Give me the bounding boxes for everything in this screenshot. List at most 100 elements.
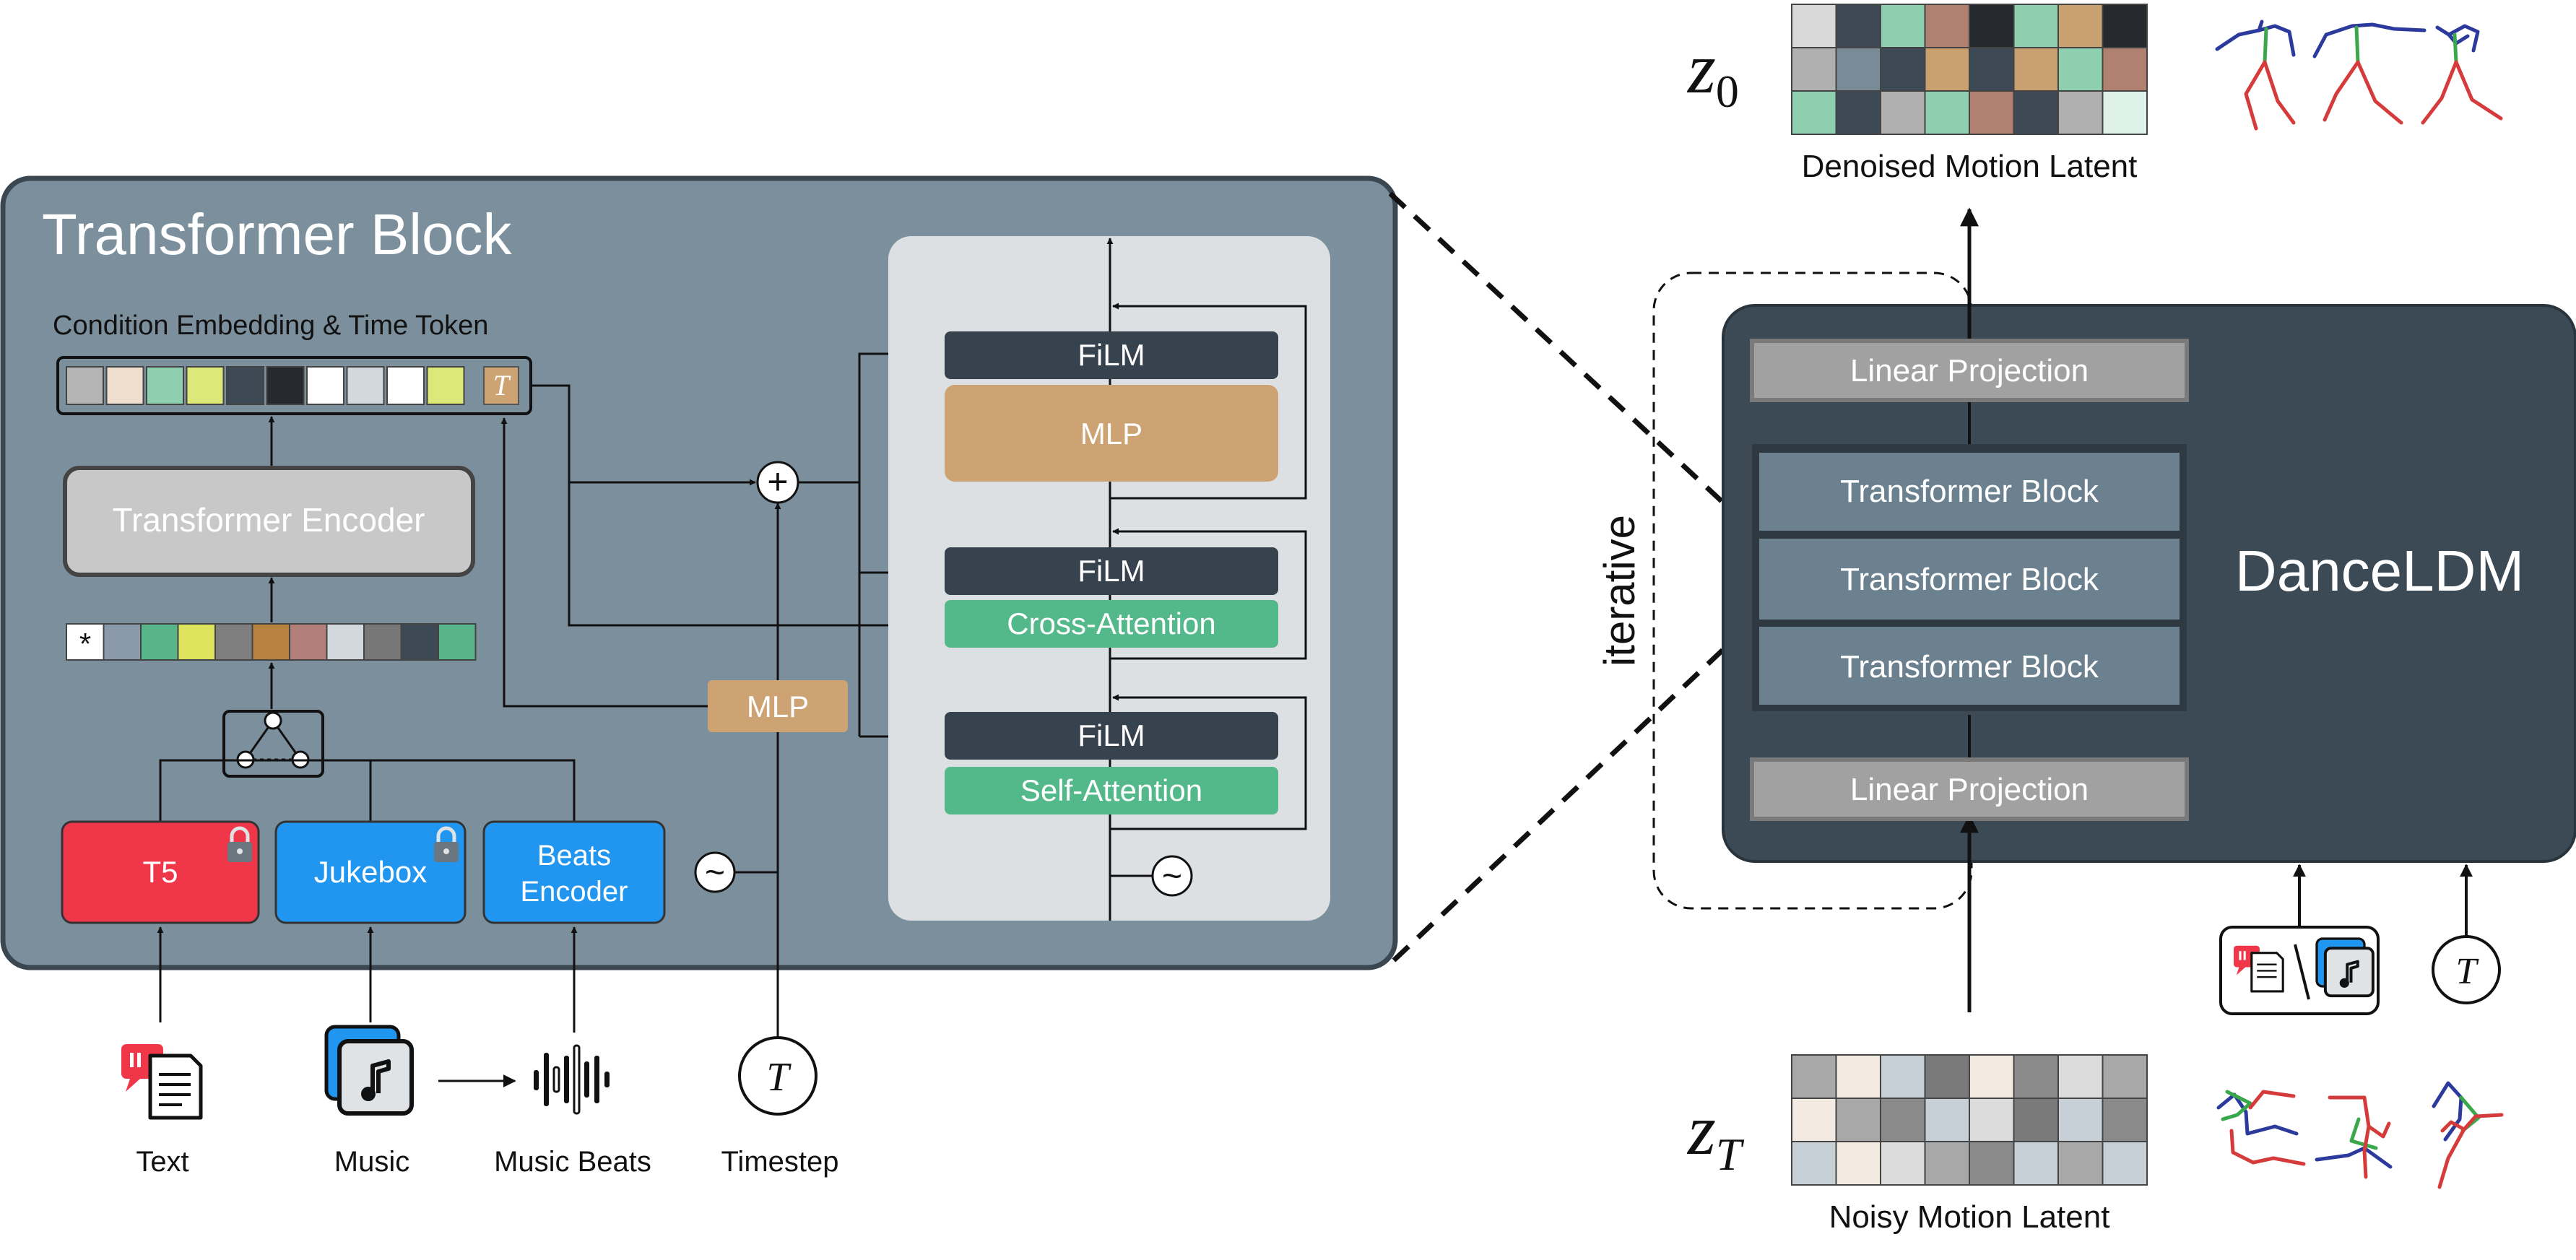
condition-token xyxy=(386,366,425,405)
cross-attention-label: Cross-Attention xyxy=(1007,607,1215,640)
condition-token xyxy=(426,366,465,405)
input-token xyxy=(66,623,105,661)
film-block xyxy=(945,547,1278,595)
mlp-label: MLP xyxy=(1080,417,1142,451)
latent-cell xyxy=(1835,90,1881,135)
latent-cell xyxy=(2057,1141,2104,1186)
film-label: FiLM xyxy=(1077,338,1145,372)
latent-cell xyxy=(2057,1098,2104,1142)
linear-projection-top xyxy=(1750,339,2189,402)
latent-cell xyxy=(2057,4,2104,48)
latent-cell xyxy=(2057,90,2104,135)
latent-cell xyxy=(1880,4,1926,48)
self-attention-label: Self-Attention xyxy=(1020,773,1202,807)
latent-cell xyxy=(1791,4,1837,48)
latent-cell xyxy=(2013,47,2059,92)
timestep-label: Timestep xyxy=(721,1146,838,1178)
condition-embedding-label: Condition Embedding & Time Token xyxy=(53,310,488,341)
zoom-line-bottom xyxy=(1392,619,1756,963)
input-token xyxy=(438,623,477,661)
t5-encoder xyxy=(61,820,260,924)
latent-cell xyxy=(2013,1098,2059,1142)
transformer-block-panel: Transformer Block Condition Embedding & … xyxy=(0,175,1398,1038)
denoised-latent-label: Denoised Motion Latent xyxy=(1802,149,2138,184)
transformer-encoder xyxy=(63,466,475,577)
latent-cell xyxy=(1924,1141,1970,1186)
music-beats-label: Music Beats xyxy=(494,1146,651,1178)
latent-cell xyxy=(2102,90,2148,135)
latent-cell xyxy=(1924,1098,1970,1142)
ldm-timestep-symbol: T xyxy=(2456,951,2479,992)
linear-projection-top-label: Linear Projection xyxy=(1850,353,2089,388)
input-token xyxy=(140,623,179,661)
iterative-label: iterative xyxy=(1595,515,1644,666)
latent-cell xyxy=(1969,47,2015,92)
film-block xyxy=(945,712,1278,760)
latent-cell xyxy=(1835,1054,1881,1099)
latent-cell xyxy=(1791,1054,1837,1099)
beats-encoder-line2: Encoder xyxy=(521,876,628,908)
latent-cell xyxy=(2102,1098,2148,1142)
combine-box xyxy=(222,710,324,778)
ldm-transformer-block-label: Transformer Block xyxy=(1840,474,2099,509)
lock-icon xyxy=(434,826,459,862)
condition-token xyxy=(266,366,305,405)
linear-projection-bottom-label: Linear Projection xyxy=(1850,772,2089,807)
condition-token xyxy=(186,366,225,405)
latent-cell xyxy=(2013,4,2059,48)
input-token xyxy=(363,623,402,661)
music-icon xyxy=(2315,937,2375,998)
text-input-icon xyxy=(121,1044,203,1120)
music-input-icon xyxy=(324,1025,414,1116)
latent-cell xyxy=(1880,1141,1926,1186)
latent-cell xyxy=(1835,4,1881,48)
latent-cell xyxy=(1880,1098,1926,1142)
time-token xyxy=(483,366,519,405)
ldm-timestep-node xyxy=(2432,935,2501,1004)
sine-symbol: ~ xyxy=(1162,857,1182,895)
latent-cell xyxy=(1791,1098,1837,1142)
latent-cell xyxy=(2057,1054,2104,1099)
input-token xyxy=(289,623,328,661)
latent-cell xyxy=(1835,1098,1881,1142)
latent-cell xyxy=(1880,47,1926,92)
latent-cell xyxy=(1969,1141,2015,1186)
music-input-label: Music xyxy=(334,1146,409,1178)
condition-tokens xyxy=(66,366,465,405)
time-mlp-label: MLP xyxy=(747,690,809,724)
condition-token xyxy=(346,366,385,405)
latent-cell xyxy=(1969,4,2015,48)
timestep-symbol: T xyxy=(766,1055,792,1100)
time-token-symbol: T xyxy=(493,369,511,401)
jukebox-encoder xyxy=(274,820,467,924)
film-label: FiLM xyxy=(1077,554,1145,588)
latent-cell xyxy=(1924,4,1970,48)
ldm-transformer-block xyxy=(1759,627,2180,705)
latent-cell xyxy=(1835,47,1881,92)
ldm-transformer-block-label: Transformer Block xyxy=(1840,649,2099,685)
lock-icon xyxy=(227,826,252,862)
condition-token xyxy=(146,366,184,405)
noisy-latent-grid xyxy=(1791,1054,2148,1186)
latent-cell xyxy=(1791,1141,1837,1186)
input-token xyxy=(103,623,142,661)
cross-attention-block xyxy=(945,600,1278,648)
transformer-block-title: Transformer Block xyxy=(42,202,513,266)
condition-token xyxy=(66,366,104,405)
latent-cell xyxy=(1880,90,1926,135)
latent-cell xyxy=(1880,1054,1926,1099)
latent-cell xyxy=(2013,90,2059,135)
linear-projection-bottom xyxy=(1750,757,2189,821)
plus-symbol: + xyxy=(767,461,788,502)
latent-cell xyxy=(2102,1141,2148,1186)
latent-cell xyxy=(1969,1054,2015,1099)
latent-cell xyxy=(2102,4,2148,48)
zoom-line-top xyxy=(1388,191,1756,533)
ldm-transformer-block xyxy=(1759,539,2180,620)
beats-encoder-line1: Beats xyxy=(537,840,611,872)
latent-cell xyxy=(2013,1054,2059,1099)
latent-cell xyxy=(1835,1141,1881,1186)
t5-label: T5 xyxy=(142,855,178,889)
self-attention-block xyxy=(945,767,1278,814)
